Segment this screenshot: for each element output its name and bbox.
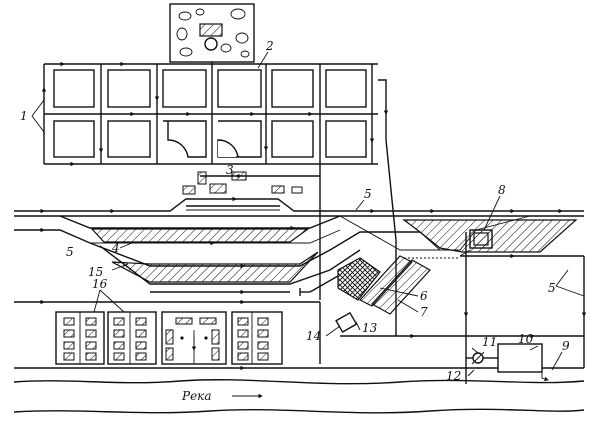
callout-leaders <box>31 51 585 377</box>
label-5-left: 5 <box>66 245 74 259</box>
label-9: 9 <box>562 339 570 353</box>
label-6: 6 <box>420 289 428 303</box>
railway-tracks <box>14 196 584 295</box>
label-2: 2 <box>265 39 274 53</box>
callout-numbers: 1 2 3 4 5 5 5 6 7 8 9 10 11 12 13 14 15 … <box>20 39 570 383</box>
label-1: 1 <box>20 109 28 123</box>
label-15: 15 <box>88 265 103 279</box>
hatched-yards <box>90 219 578 283</box>
river: Река <box>13 379 585 414</box>
label-12: 12 <box>446 369 461 383</box>
label-13: 13 <box>362 321 378 335</box>
label-4: 4 <box>111 241 120 255</box>
lower-blocks <box>55 311 283 365</box>
plant-buildings <box>299 229 493 334</box>
label-16: 16 <box>92 277 108 291</box>
residential-blocks <box>53 69 367 158</box>
label-5-top: 5 <box>364 187 372 201</box>
label-3: 3 <box>226 163 234 177</box>
label-10: 10 <box>518 332 534 346</box>
label-5-right: 5 <box>548 281 556 295</box>
quarry-area <box>169 3 255 63</box>
label-7: 7 <box>420 305 428 319</box>
station-buildings <box>182 171 303 195</box>
treatment-units <box>466 343 549 381</box>
road-network <box>41 61 397 300</box>
label-14: 14 <box>306 329 321 343</box>
label-11: 11 <box>482 335 497 349</box>
label-8: 8 <box>498 183 506 197</box>
river-label: Река <box>181 389 212 403</box>
